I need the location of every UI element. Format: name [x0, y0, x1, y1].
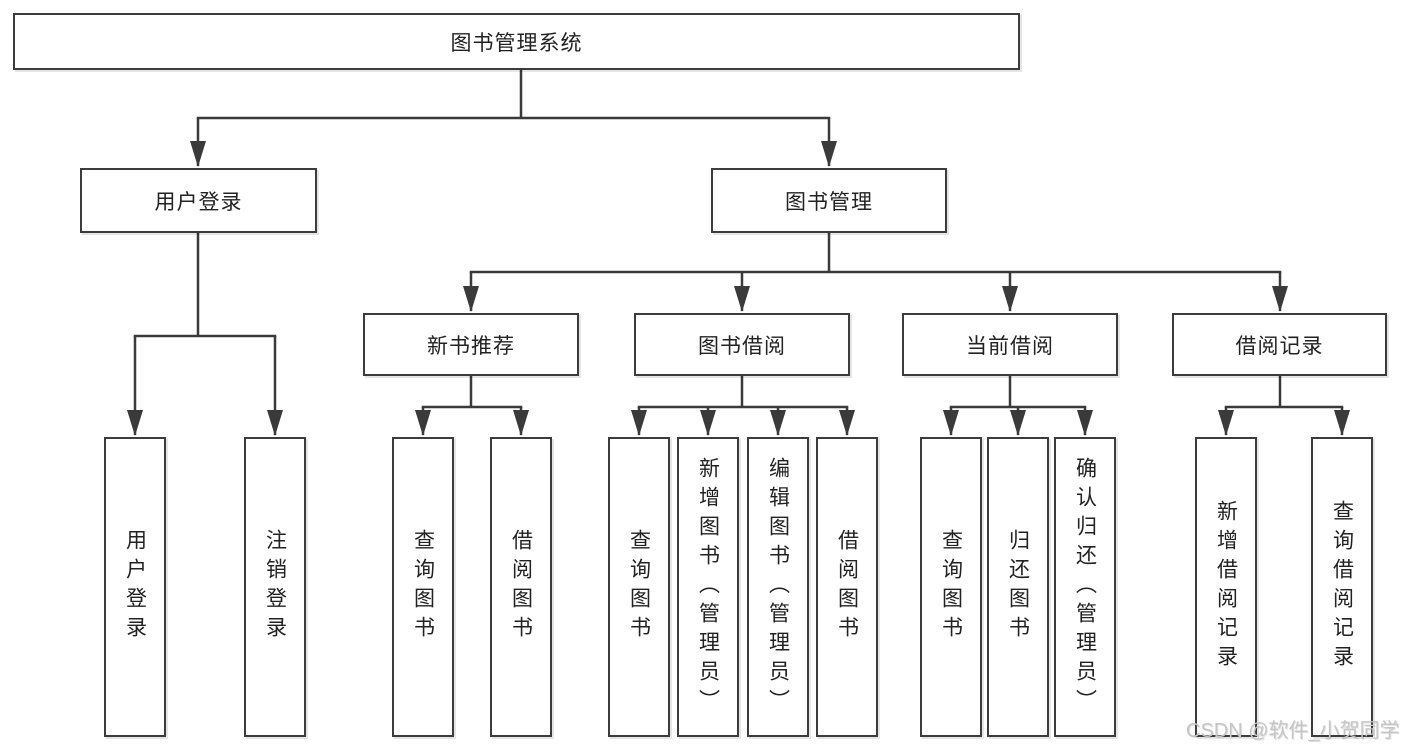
node-label: 查询图书 — [627, 529, 651, 645]
node-label: 图书借阅 — [698, 334, 786, 358]
node-book-management: 图书管理 — [711, 168, 947, 233]
node-label: 用户登录 — [154, 190, 243, 214]
leaf-borrow-books: 借阅图书 — [816, 437, 878, 737]
node-label: 编辑图书（管理员） — [766, 456, 790, 718]
node-label: 归还图书 — [1006, 529, 1030, 645]
node-label: 注销登录 — [263, 529, 287, 645]
node-label: 当前借阅 — [966, 334, 1054, 358]
node-user-login: 用户登录 — [80, 168, 317, 233]
node-label: 借阅图书 — [835, 529, 859, 645]
leaf-user-login: 用户登录 — [104, 437, 166, 737]
connector-root-to-level2 — [190, 70, 837, 167]
node-label: 新增借阅记录 — [1214, 500, 1238, 674]
node-label: 新增图书（管理员） — [696, 456, 720, 718]
node-label: 图书管理 — [785, 190, 873, 214]
leaf-logout: 注销登录 — [244, 437, 306, 737]
csdn-watermark: CSDN @软件_小贺同学 — [1186, 720, 1400, 742]
connector-borrow-records-children — [1218, 376, 1350, 436]
leaf-borrow-books-recommend: 借阅图书 — [490, 437, 552, 737]
node-label: 借阅图书 — [509, 529, 533, 645]
node-borrowing-records: 借阅记录 — [1172, 313, 1387, 376]
leaf-return-books: 归还图书 — [987, 437, 1049, 737]
leaf-query-books-recommend: 查询图书 — [392, 437, 454, 737]
connector-user-login-children — [127, 233, 283, 436]
leaf-query-books-borrow: 查询图书 — [608, 437, 670, 737]
node-label: 新书推荐 — [427, 334, 515, 358]
leaf-confirm-return-admin: 确认归还（管理员） — [1054, 437, 1116, 737]
connector-book-borrow-children — [631, 376, 855, 436]
leaf-edit-book-admin: 编辑图书（管理员） — [747, 437, 809, 737]
connector-current-borrow-children — [943, 376, 1093, 436]
node-new-book-recommendation: 新书推荐 — [363, 313, 579, 376]
node-current-borrowing: 当前借阅 — [902, 313, 1118, 376]
node-label: 图书管理系统 — [450, 31, 583, 55]
node-book-borrowing: 图书借阅 — [634, 313, 850, 376]
leaf-query-borrow-record: 查询借阅记录 — [1311, 437, 1373, 737]
node-label: 查询借阅记录 — [1330, 500, 1354, 674]
node-root: 图书管理系统 — [13, 13, 1020, 70]
leaf-add-borrow-record: 新增借阅记录 — [1195, 437, 1257, 737]
node-label: 借阅记录 — [1235, 334, 1324, 358]
node-label: 用户登录 — [123, 529, 147, 645]
node-label: 查询图书 — [411, 529, 435, 645]
node-label: 查询图书 — [939, 529, 963, 645]
connector-book-management-children — [463, 233, 1288, 312]
node-label: 确认归还（管理员） — [1073, 456, 1097, 718]
leaf-query-books-current: 查询图书 — [920, 437, 982, 737]
connector-new-book-children — [415, 376, 529, 436]
leaf-add-book-admin: 新增图书（管理员） — [677, 437, 739, 737]
